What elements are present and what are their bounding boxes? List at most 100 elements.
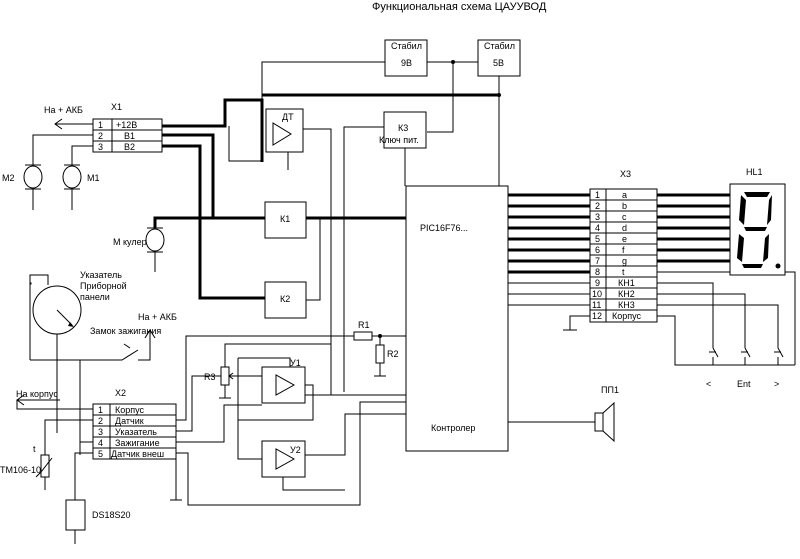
x3-pin-3-num: 3 — [595, 212, 600, 222]
x3-pin-8-num: 8 — [595, 267, 600, 277]
button-enter[interactable]: Ent — [737, 345, 751, 389]
k3-name: К3 — [398, 123, 408, 133]
mcu-controller: PIC16F76... Контролер — [405, 185, 509, 452]
x3-pin-5-num: 5 — [595, 234, 600, 244]
speaker-label: ПП1 — [601, 385, 619, 395]
x1-pin-3-num: 3 — [98, 142, 103, 152]
stabilizer-9v-value: 9В — [401, 58, 412, 68]
resistor-r1: R1 — [353, 320, 373, 341]
dt-module: ДТ — [265, 108, 304, 153]
r1-label: R1 — [358, 320, 370, 330]
x2-pin-4-label: Зажигание — [115, 438, 160, 448]
dt-module-label: ДТ — [282, 112, 294, 122]
opamp-u2: У2 — [261, 440, 306, 478]
speaker-icon — [594, 401, 615, 443]
k1-label: К1 — [280, 214, 290, 224]
k2-block: К2 — [264, 281, 307, 319]
gauge-label-1: Указатель — [80, 270, 122, 280]
x2-pin-5-num: 5 — [98, 449, 103, 459]
button-right[interactable]: > — [774, 345, 784, 389]
diagram-title: Функциональная схема ЦАУУВОД — [372, 1, 547, 13]
x2-pin-1-num: 1 — [98, 405, 103, 415]
mcu-controller-label: Контролер — [431, 423, 475, 433]
stabilizer-5v-label: Стабил — [484, 41, 515, 51]
x3-pin-5-label: e — [622, 234, 627, 244]
r2-label: R2 — [387, 349, 399, 359]
x3-pin-1-num: 1 — [595, 190, 600, 200]
motor-m2-label: M2 — [2, 173, 15, 183]
x3-pin-3-label: c — [622, 212, 627, 222]
x2-arrow-label: На корпус — [16, 389, 58, 399]
ignition-arrow-label: На + АКБ — [138, 312, 177, 322]
ignition-arrow: На + АКБ — [138, 312, 177, 339]
u2-label: У2 — [290, 445, 301, 455]
x3-title: X3 — [620, 169, 631, 179]
button-left-label: < — [706, 379, 711, 389]
k2-label: К2 — [280, 294, 290, 304]
u1-label: У1 — [290, 358, 301, 368]
x3-pin-9-label: КН1 — [618, 278, 635, 288]
x1-arrow-to-battery: На + АКБ — [44, 105, 93, 130]
x1-title: X1 — [111, 102, 122, 112]
x2-pin-4-num: 4 — [98, 438, 103, 448]
motor-cooler: M кулер — [113, 227, 165, 272]
x3-pin-6-label: f — [622, 245, 625, 255]
x3-pin-7-num: 7 — [595, 256, 600, 266]
motor-cooler-label: M кулер — [113, 237, 147, 247]
opamp-u1: У1 — [261, 358, 306, 404]
x3-pin-11-num: 11 — [592, 300, 601, 310]
x1-pin-3-label: В2 — [124, 142, 135, 152]
hl1-title: HL1 — [746, 167, 763, 177]
resistor-r2: R2 — [375, 344, 399, 364]
x2-pin-2-num: 2 — [98, 416, 103, 426]
x2-pin-1-label: Корпус — [115, 405, 145, 415]
x1-pin-2-num: 2 — [98, 131, 103, 141]
mcu-chip-label: PIC16F76... — [420, 223, 468, 233]
gauge-instrument: Указатель Приборной панели — [29, 270, 127, 360]
x2-title: X2 — [115, 388, 126, 398]
k1-block: К1 — [264, 201, 307, 239]
motor-m2: M2 — [2, 164, 43, 210]
x3-pin-6-num: 6 — [595, 245, 600, 255]
x2-pin-3-num: 3 — [98, 427, 103, 437]
tm106-t-label: t — [33, 444, 36, 454]
x2-pin-2-label: Датчик — [115, 416, 144, 426]
x3-pin-12-num: 12 — [592, 311, 602, 321]
x1-pin-1-label: +12В — [116, 120, 137, 130]
ds18s20-label: DS18S20 — [92, 510, 131, 520]
button-left[interactable]: < — [706, 345, 719, 389]
ignition-label: Замок зажигания — [90, 326, 161, 336]
x1-pin-1-num: 1 — [98, 120, 103, 130]
x3-pin-4-label: d — [622, 223, 627, 233]
x2-pin-3-label: Указатель — [115, 427, 157, 437]
x1-pin-2-label: В1 — [124, 131, 135, 141]
temperature-sensor-tm106: t ТМ106-10 — [0, 444, 53, 490]
x3-pin-12-label: Корпус — [612, 311, 642, 321]
hl1-seven-segment-display — [729, 183, 786, 276]
x3-pin-10-label: КН2 — [618, 289, 635, 299]
x2-pin-5-label: Датчик внеш — [111, 449, 164, 459]
x1-arrow-label: На + АКБ — [44, 105, 83, 115]
k3-desc: Ключ пит. — [379, 135, 419, 145]
x1-connector: 1 +12В 2 В1 3 В2 — [92, 118, 163, 153]
button-right-label: > — [774, 379, 779, 389]
stabilizer-9v-label: Стабил — [391, 41, 422, 51]
x3-pin-9-num: 9 — [595, 278, 600, 288]
x3-pin-1-label: a — [622, 190, 627, 200]
stabilizer-5v-value: 5В — [493, 58, 504, 68]
gauge-label-2: Приборной — [80, 281, 127, 291]
x3-pin-11-label: КН3 — [618, 300, 635, 310]
stabilizer-9v: Стабил 9В — [384, 39, 428, 77]
x3-pin-10-num: 10 — [592, 289, 602, 299]
stabilizer-5v: Стабил 5В — [477, 39, 521, 77]
x3-pin-7-label: g — [622, 256, 627, 266]
ds18s20-sensor: DS18S20 — [65, 499, 131, 544]
x2-connector: 1 Корпус 2 Датчик 3 Указатель 4 Зажигани… — [92, 403, 177, 460]
button-enter-label: Ent — [737, 379, 751, 389]
tm106-label: ТМ106-10 — [0, 465, 41, 475]
x3-pin-2-num: 2 — [595, 201, 600, 211]
gauge-label-3: панели — [80, 292, 110, 302]
x2-arrow-to-chassis: На корпус — [16, 389, 93, 410]
x3-pin-2-label: b — [622, 201, 627, 211]
